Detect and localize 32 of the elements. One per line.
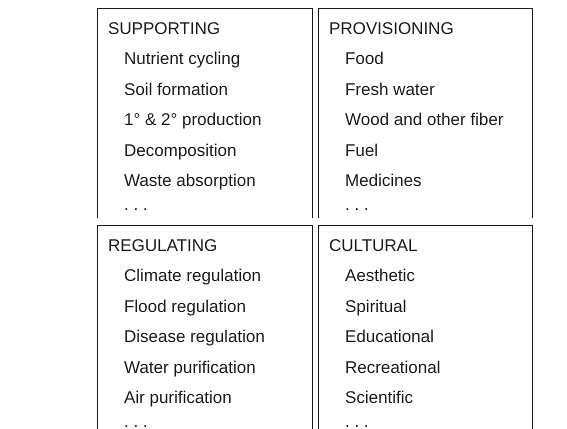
list-item: Climate regulation [124,266,262,286]
list-item: Fresh water [345,80,435,100]
list-item: . . . [345,412,369,429]
list-item: Educational [345,327,434,348]
list-item: Soil formation [124,80,228,100]
list-item: . . . [124,412,148,429]
panel-heading: SUPPORTING [108,19,220,39]
list-item: Decomposition [124,140,236,161]
panel-heading: REGULATING [108,236,218,256]
list-item: Food [345,49,384,70]
list-item: 1° & 2° production [124,110,262,130]
panel-heading: CULTURAL [329,236,418,256]
list-item: . . . [345,195,369,216]
list-item: Water purification [124,358,256,378]
list-item: Spiritual [345,296,406,317]
list-item: Disease regulation [124,327,265,348]
list-item: Air purification [124,388,232,408]
category-panel [97,225,313,429]
list-item: Wood and other fiber [345,110,504,130]
list-item: Nutrient cycling [124,49,240,70]
list-item: Aesthetic [345,266,415,286]
list-item: . . . [124,195,148,216]
category-panel [318,8,533,218]
list-item: Waste absorption [124,171,256,191]
list-item: Medicines [345,171,422,191]
list-item: Fuel [345,140,378,161]
list-item: Flood regulation [124,296,246,317]
panel-heading: PROVISIONING [329,19,454,39]
list-item: Scientific [345,388,414,408]
category-panel [318,225,533,429]
list-item: Recreational [345,358,440,378]
category-panel [97,8,313,218]
